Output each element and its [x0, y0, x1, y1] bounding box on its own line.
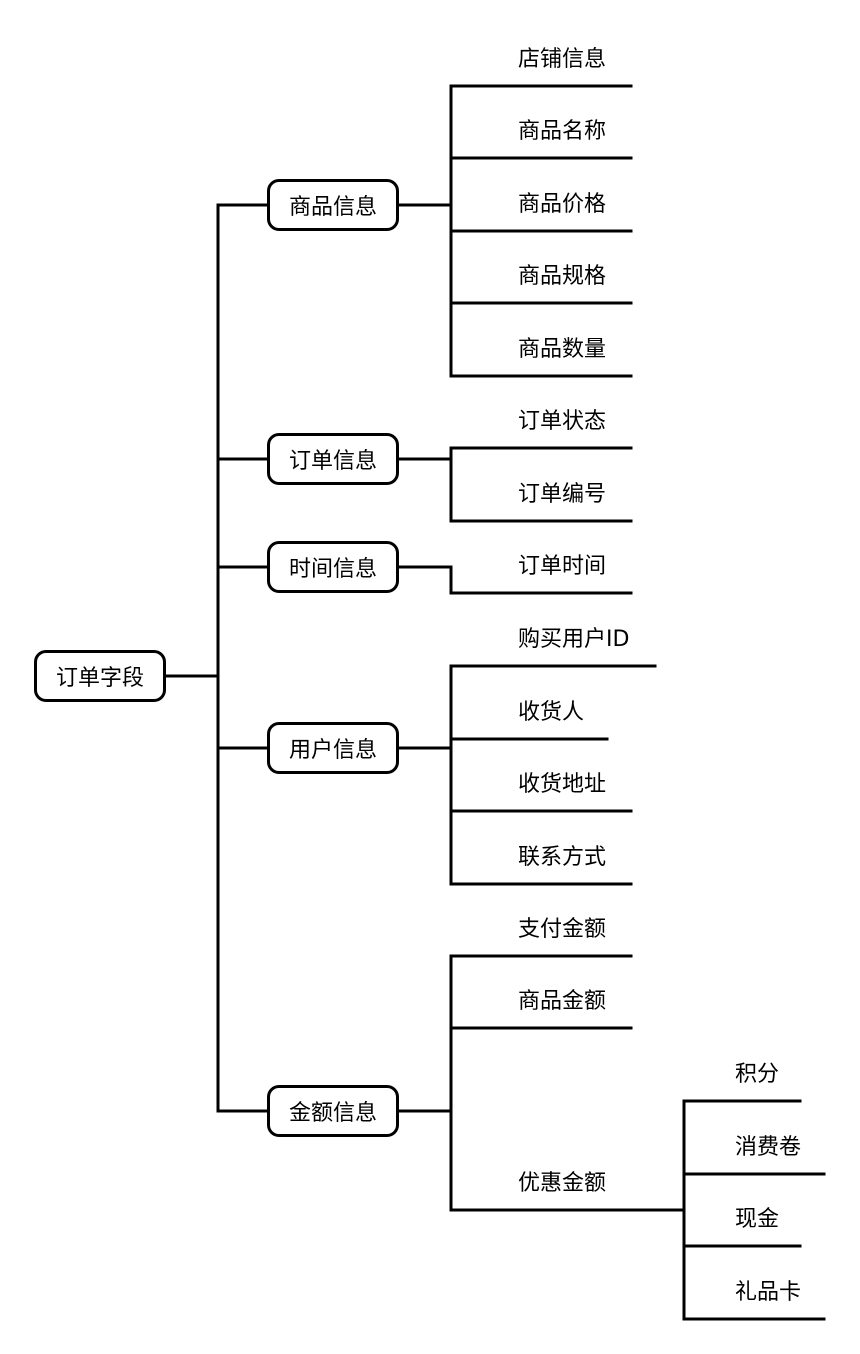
group-node-order[interactable]: 订单信息	[267, 433, 399, 485]
leaf-label: 商品金额	[518, 989, 607, 1014]
root-node[interactable]: 订单字段	[34, 650, 166, 702]
group-label: 用户信息	[288, 738, 377, 763]
leaf-label: 商品名称	[518, 119, 607, 144]
leaf-label: 联系方式	[518, 845, 607, 870]
leaf-label: 商品价格	[518, 192, 607, 217]
group-node-user[interactable]: 用户信息	[267, 722, 399, 774]
group-label: 订单信息	[288, 449, 377, 474]
sub-leaf-label: 积分	[735, 1062, 780, 1087]
leaf-label: 商品规格	[518, 264, 607, 289]
leaf-label: 商品数量	[518, 337, 607, 362]
leaf-label: 收货地址	[518, 772, 607, 797]
leaf-label: 订单状态	[518, 409, 607, 434]
leaf-label: 收货人	[518, 700, 585, 725]
leaf-label: 支付金额	[518, 917, 607, 942]
leaf-label: 优惠金额	[518, 1171, 607, 1196]
group-label: 金额信息	[288, 1101, 377, 1126]
leaf-label: 订单时间	[518, 554, 607, 579]
leaf-label: 店铺信息	[518, 47, 607, 72]
group-node-product[interactable]: 商品信息	[267, 179, 399, 231]
group-node-amount[interactable]: 金额信息	[267, 1085, 399, 1137]
group-label: 时间信息	[288, 557, 377, 582]
connector	[397, 565, 633, 595]
sub-leaf-label: 礼品卡	[735, 1280, 802, 1305]
group-node-time[interactable]: 时间信息	[267, 541, 399, 593]
sub-leaf-label: 消费卷	[735, 1135, 802, 1160]
leaf-label: 订单编号	[518, 482, 607, 507]
sub-leaf-label: 现金	[735, 1207, 780, 1232]
leaf-label: 购买用户ID	[518, 627, 630, 652]
group-label: 商品信息	[288, 195, 377, 220]
root-label: 订单字段	[55, 666, 144, 691]
